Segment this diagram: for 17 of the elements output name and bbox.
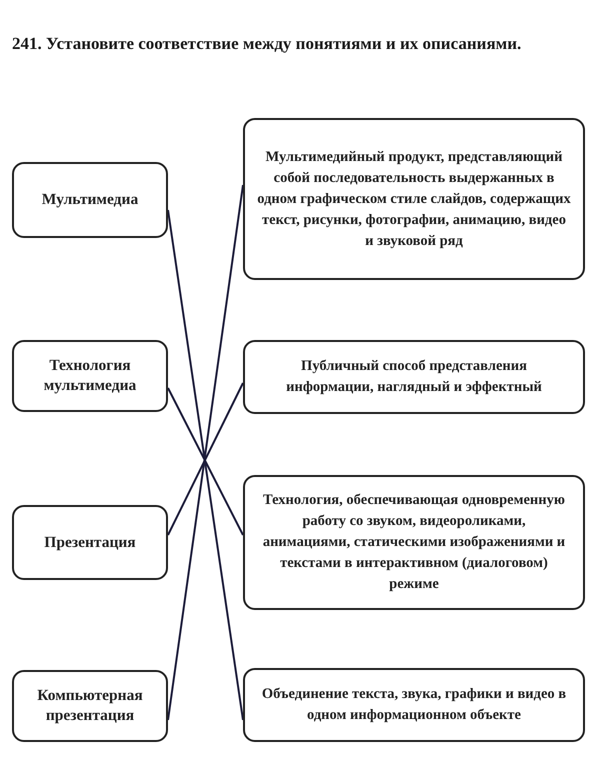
description-text: Технология, обеспечивающая одновременную работу со звуком, видеороликами, анимациями, статическими изображениями и текстами в интерактивном (диалоговом) режиме: [262, 491, 566, 594]
task-heading: 241. Установите соответствие между понятиями и их описаниями.: [12, 33, 522, 55]
term-box: [12, 670, 168, 742]
description-box: [243, 118, 585, 280]
term-text: Презентация: [44, 532, 136, 552]
term-box: [12, 162, 168, 238]
term-box: [12, 505, 168, 580]
description-box: [243, 475, 585, 610]
term-text: Компьютерная презентация: [36, 686, 144, 726]
description-text: Мультимедийный продукт, представляющий собой последовательность выдержанных в одном графическом стиле слайдов, содержащих текст, рисунки, фотографии, анимацию, видео и звуковой ряд: [257, 148, 571, 250]
description-text: Объединение текста, звука, графики и видео в одном информационном объекте: [260, 685, 568, 725]
description-box: [243, 340, 585, 414]
term-text: Мультимедиа: [42, 190, 138, 210]
description-box: [243, 668, 585, 742]
description-text: Публичный способ представления информации, наглядный и эффектный: [285, 357, 543, 397]
term-text: Технология мультимедиа: [42, 356, 138, 396]
term-box: [12, 340, 168, 412]
